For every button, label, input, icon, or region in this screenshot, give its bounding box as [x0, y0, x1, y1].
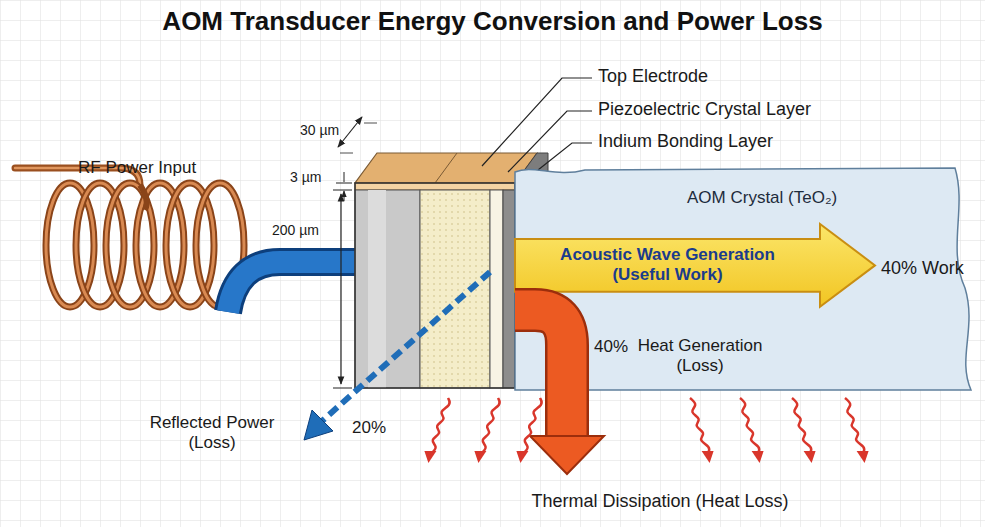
coil-lead: [140, 185, 147, 210]
coil-winding: [46, 183, 94, 307]
heat-arrow-outline: [515, 310, 567, 440]
coil-winding-highlight: [46, 183, 94, 307]
loss-label: Reflected Power (Loss): [132, 413, 292, 452]
heat-wave-head: [804, 451, 816, 463]
callout-label: Top Electrode: [598, 66, 708, 87]
heat-waves: [424, 398, 868, 463]
dim-3: [344, 172, 345, 201]
coil-winding: [166, 183, 214, 307]
coil-winding: [106, 183, 154, 307]
dimension-label: 30 µm: [300, 122, 339, 138]
coil-winding-highlight: [136, 183, 184, 307]
loss-label: Heat Generation (Loss): [615, 336, 785, 375]
coil-winding: [76, 183, 124, 307]
title: AOM Transducer Energy Conversion and Pow…: [0, 6, 985, 37]
heat-arrow: [515, 310, 604, 474]
electrode-split: [435, 153, 457, 183]
loss-label: Thermal Dissipation (Heat Loss): [500, 491, 820, 512]
heat-wave-head: [752, 451, 764, 463]
leader-line: [482, 78, 592, 166]
callout-label: Indium Bonding Layer: [598, 131, 773, 152]
rf-coil: [15, 168, 244, 307]
heat-wave-head: [424, 451, 436, 463]
indium-layer: [503, 190, 515, 388]
coil-winding-highlight: [106, 183, 154, 307]
heat-wave: [690, 398, 709, 454]
reflected-arrow: [304, 272, 490, 440]
dimension-label: 200 µm: [272, 222, 319, 238]
dimensions: [333, 117, 377, 388]
dimension-label: 3 µm: [290, 169, 321, 185]
dim-tick: [336, 183, 352, 184]
piezo-layer: [420, 190, 490, 388]
leader-line: [508, 111, 592, 172]
heat-arrow-head: [530, 436, 604, 474]
crystal-block: AOM Crystal (TeO₂) Acoustic Wave Generati…: [515, 168, 985, 390]
top-electrode-edge: [355, 183, 515, 190]
heat-wave: [522, 398, 541, 454]
acoustic-wave-arrow: Acoustic Wave Generation (Useful Work): [515, 224, 875, 307]
heat-wave: [480, 398, 499, 454]
reflected-line: [322, 272, 490, 421]
leader-lines: [482, 78, 592, 172]
percent-label: 40%: [594, 337, 628, 357]
dim-tick: [340, 123, 377, 153]
reflected-head: [304, 410, 333, 440]
dim-30: [338, 117, 362, 147]
arrow-label: Acoustic Wave Generation (Useful Work): [543, 245, 793, 286]
heat-wave-head: [857, 451, 869, 463]
top-electrode-face: [355, 153, 537, 183]
heat-wave: [792, 398, 811, 454]
dim-tick: [333, 190, 352, 388]
arrow-outline: [515, 224, 875, 307]
dim-200: [340, 194, 341, 384]
heat-arrow-body: [515, 310, 567, 440]
heat-wave-head: [702, 451, 714, 463]
input-label: RF Power Input: [78, 158, 196, 178]
coil-winding-highlight: [166, 183, 214, 307]
percent-label: 20%: [352, 418, 386, 438]
coil-winding: [136, 183, 184, 307]
block-outline: [355, 183, 515, 388]
callout-label: Piezoelectric Crystal Layer: [598, 99, 811, 120]
crystal-label: AOM Crystal (TeO₂): [687, 188, 837, 208]
heat-wave: [430, 398, 449, 454]
heat-wave: [845, 398, 864, 454]
heat-wave-head: [474, 451, 486, 463]
crystal-outline: [515, 168, 971, 390]
bond-strip: [490, 190, 503, 388]
coil-winding-highlight: [76, 183, 124, 307]
backing-layer: [355, 190, 420, 388]
percent-label: 40% Work: [881, 258, 964, 279]
heat-wave-head: [516, 451, 528, 463]
backing-highlight: [368, 190, 386, 388]
heat-wave: [740, 398, 759, 454]
leader-line: [538, 143, 592, 170]
